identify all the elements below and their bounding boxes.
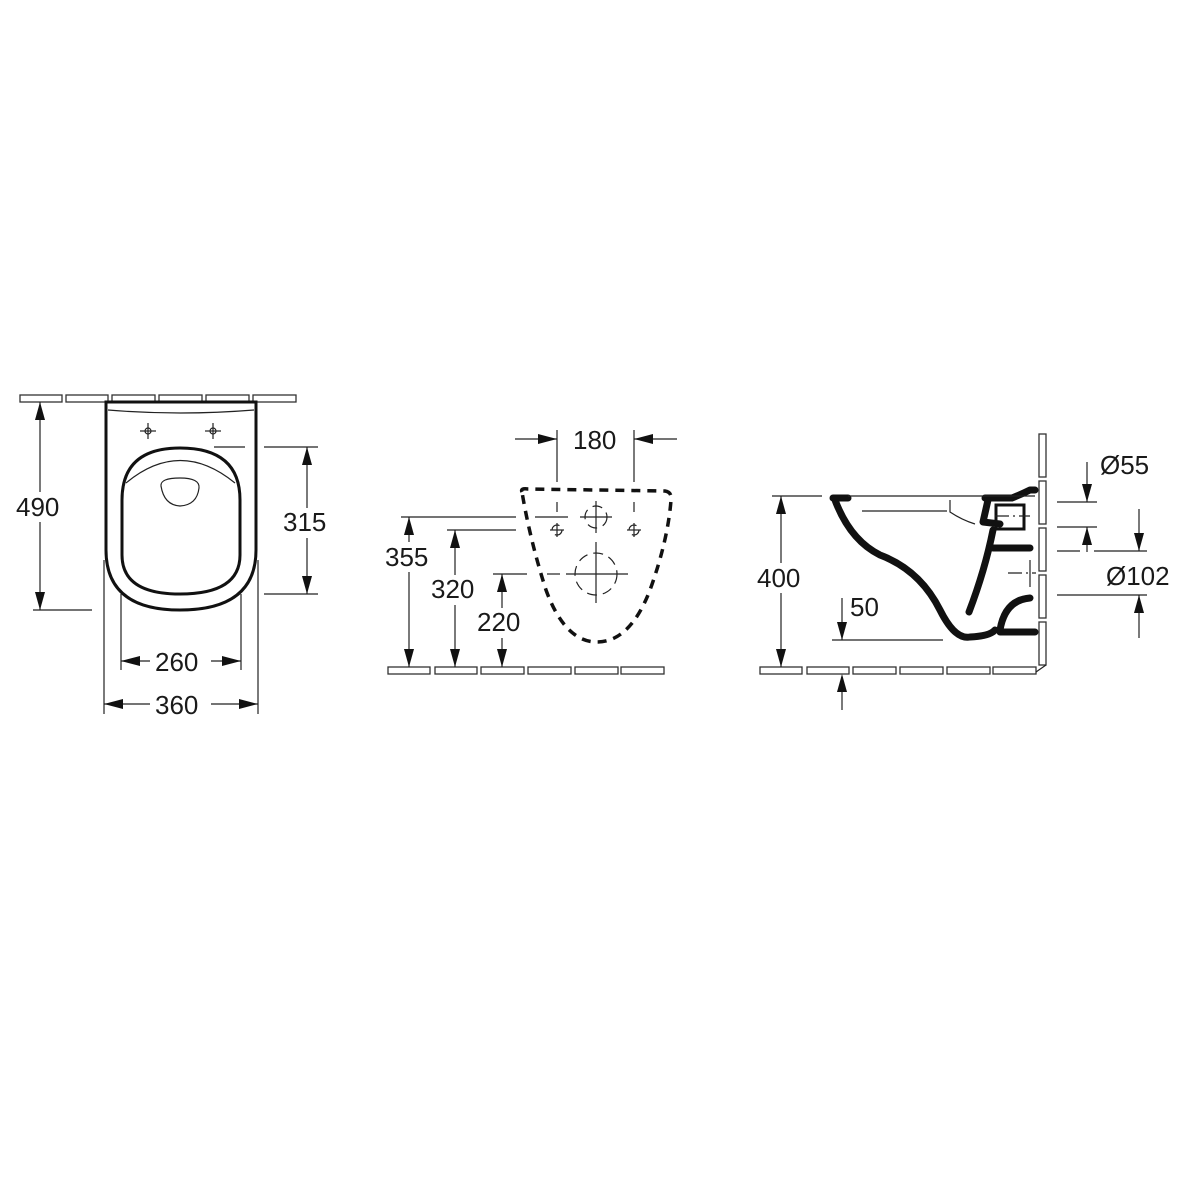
bowl-profile: [829, 494, 999, 641]
dim-diameter-102: Ø102: [1106, 561, 1170, 591]
top-view: 490 315 260 360: [14, 394, 334, 720]
wall-tiles: [19, 394, 297, 403]
dim-315: 315: [283, 507, 326, 537]
dim-320: 320: [431, 574, 474, 604]
rear-view: 180 355 320 220: [384, 425, 677, 675]
wall-tiles: [1035, 433, 1047, 673]
dim-400: 400: [757, 563, 800, 593]
fixing-hole-icon: [627, 523, 641, 537]
fixing-hole-icon: [140, 423, 156, 439]
floor-tiles: [759, 666, 1037, 675]
outlet-hole-icon: [566, 542, 628, 603]
fixing-hole-icon: [205, 423, 221, 439]
dim-180: 180: [573, 425, 616, 455]
bowl-outline-hidden: [519, 487, 673, 644]
dim-360: 360: [155, 690, 198, 720]
dim-490: 490: [16, 492, 59, 522]
dim-260: 260: [155, 647, 198, 677]
inlet-hole-icon: [580, 501, 612, 533]
dim-50: 50: [850, 592, 879, 622]
seat-opening: [120, 446, 242, 596]
floor-tiles: [387, 666, 665, 675]
fixing-hole-icon: [550, 523, 564, 537]
bowl-outline: [104, 400, 258, 612]
dim-diameter-55: Ø55: [1100, 450, 1149, 480]
side-view: 400 50 Ø55 Ø102: [756, 433, 1170, 710]
dim-355: 355: [385, 542, 428, 572]
dim-220: 220: [477, 607, 520, 637]
